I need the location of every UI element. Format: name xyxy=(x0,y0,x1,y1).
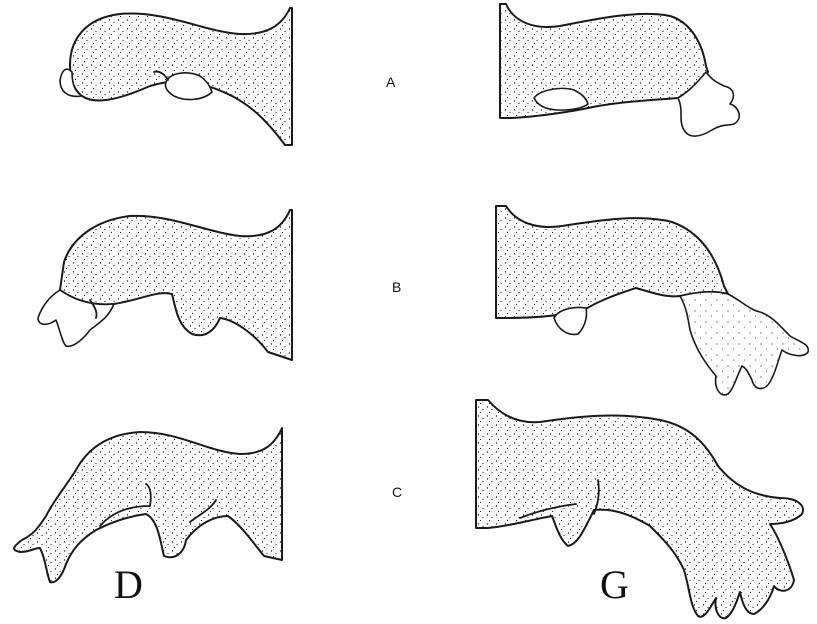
figure-b-left xyxy=(38,210,292,360)
figure-label-g: G xyxy=(600,562,629,607)
figure-label-d: D xyxy=(114,562,143,607)
row-label-c: C xyxy=(392,484,402,500)
figure-b-right xyxy=(496,206,808,395)
figure-a-left xyxy=(60,8,292,145)
row-label-a: A xyxy=(386,74,396,90)
figure-c-left xyxy=(14,428,282,582)
row-label-b: B xyxy=(392,279,401,295)
figure-c-right xyxy=(476,400,803,618)
figure-a-right xyxy=(500,4,739,136)
